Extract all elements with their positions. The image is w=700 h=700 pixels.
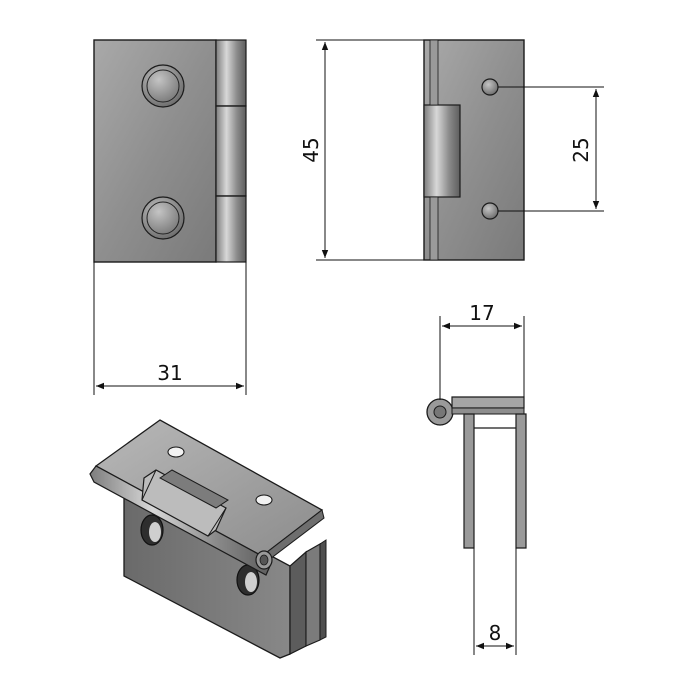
front-hole-bottom: [141, 196, 185, 240]
dimension-hole-spacing: 25: [498, 86, 604, 212]
knuckle-middle: [215, 105, 247, 197]
side-knuckle-slot: [423, 104, 461, 198]
side-hole-top: [481, 78, 499, 96]
dimension-gap-width: 8: [473, 548, 517, 655]
dimension-height-total: 45: [299, 39, 424, 261]
dimension-height-total-label: 45: [299, 137, 323, 162]
profile-u-channel: [463, 413, 527, 549]
knuckle-bottom: [215, 195, 247, 263]
iso-leaf-hole-front: [167, 446, 185, 458]
profile-view: [426, 396, 527, 549]
isometric-view: [89, 419, 327, 659]
dimension-gap-width-label: 8: [489, 621, 502, 645]
iso-leaf-hole-back: [255, 494, 273, 506]
front-view: [93, 39, 247, 263]
dimension-width-total-label: 31: [157, 361, 182, 385]
dimension-open-width-label: 17: [469, 301, 494, 325]
front-hole-top: [141, 64, 185, 108]
knuckle-top: [215, 39, 247, 107]
dimension-open-width: 17: [439, 301, 525, 400]
iso-channel-wall-right: [289, 550, 307, 655]
side-hole-bottom: [481, 202, 499, 220]
side-view: [423, 39, 525, 261]
dimension-hole-spacing-label: 25: [569, 137, 593, 162]
dimension-width-total: 31: [93, 262, 247, 395]
profile-top-flange: [451, 396, 525, 409]
